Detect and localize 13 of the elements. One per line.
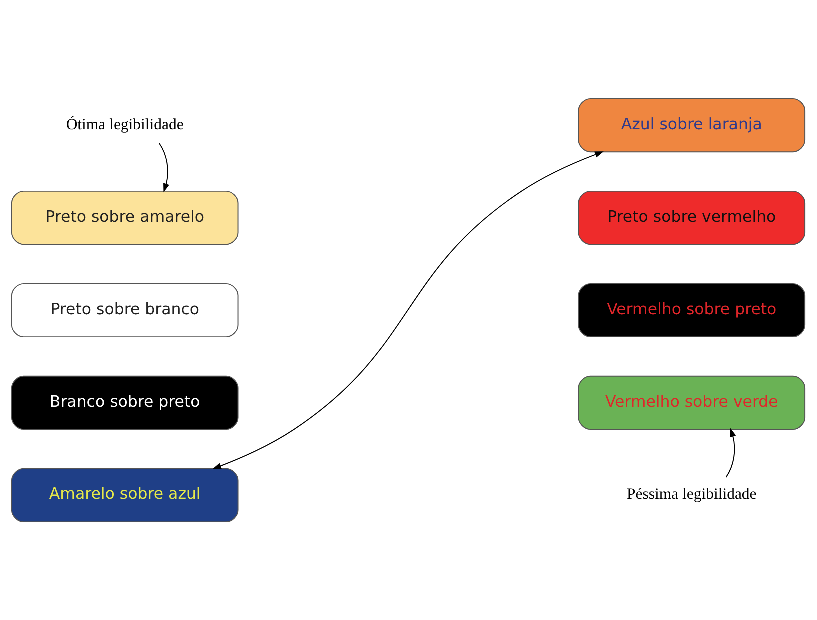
node-box: Preto sobre amarelo [11,190,239,245]
node-box: Azul sobre laranja [578,98,806,152]
node-box: Vermelho sobre preto [578,282,806,338]
node-box: Amarelo sobre azul [11,468,239,522]
arrow [212,151,604,469]
node-text: Ótima legibilidade [66,116,184,133]
node-text: Péssima legibilidade [627,486,757,503]
node-box: Branco sobre preto [11,375,239,430]
node-box: Preto sobre vermelho [578,190,806,245]
node-box: Vermelho sobre verde [578,375,806,430]
arrow [726,428,736,478]
node-box: Preto sobre branco [11,282,239,338]
arrow [158,142,170,192]
